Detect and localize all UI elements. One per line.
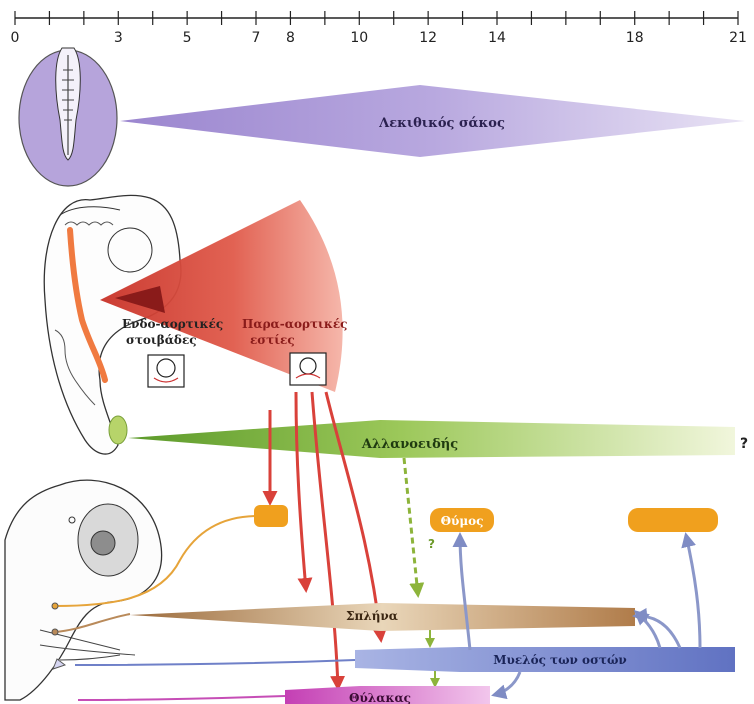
para-aortic-label-1: Παρα-αορτικές	[242, 317, 347, 331]
para-aortic-label-2: εστίες	[250, 333, 295, 347]
fetal-liver-box	[254, 505, 288, 527]
timeline-tick-label: 7	[252, 30, 261, 46]
arrow-marrow-to-placenta	[494, 672, 520, 695]
thymus-label: Θύμος	[441, 514, 484, 528]
timeline-tick-label: 5	[183, 30, 192, 46]
dashed-question: ?	[428, 537, 435, 551]
arrow-marrow-to-thymus	[460, 535, 470, 650]
endo-aortic-label-1: Ενδο-αορτικές	[122, 317, 223, 331]
arrow-marrow-to-late-thymus	[686, 535, 700, 648]
timeline-tick-label: 0	[11, 30, 20, 46]
fetus-icon	[5, 480, 162, 700]
arrow-to-spleen	[296, 392, 306, 590]
timeline: 0 3 5 7 8 10 12 14 18 21	[11, 11, 747, 46]
timeline-tick-label: 14	[488, 30, 506, 46]
timeline-tick-label: 21	[729, 30, 747, 46]
allantois-label: Αλλανοειδής	[361, 437, 458, 452]
allantois-question: ?	[740, 436, 748, 452]
bone-marrow-label: Μυελός των οστών	[493, 653, 627, 667]
timeline-tick-label: 8	[286, 30, 295, 46]
yolk-sac-label: Λεκιθικός σάκος	[378, 116, 505, 131]
thymus-shape-late	[628, 508, 718, 532]
timeline-tick-label: 12	[419, 30, 437, 46]
para-aortic-focus-icon	[290, 353, 326, 385]
dashed-allantois-arrows	[404, 458, 418, 595]
endo-aortic-label-2: στοιβάδες	[126, 333, 197, 347]
timeline-tick-label: 10	[350, 30, 368, 46]
endo-aortic-cluster-icon	[148, 355, 184, 387]
placenta-label: Θύλακας	[349, 691, 411, 704]
timeline-tick-label: 18	[626, 30, 644, 46]
spleen-label: Σπλήνα	[346, 609, 398, 623]
early-embryo-icon	[19, 48, 117, 186]
timeline-tick-label: 3	[114, 30, 123, 46]
